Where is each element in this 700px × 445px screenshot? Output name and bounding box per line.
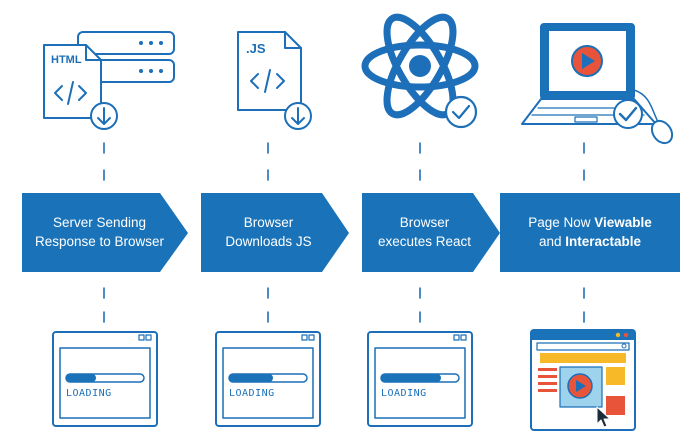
loading-browser-2: LOADING <box>215 331 321 427</box>
step-1-line-1: Server Sending <box>52 215 147 230</box>
loading-browser-1: LOADING <box>52 331 158 427</box>
step-box-4 <box>500 193 680 272</box>
check-icon <box>444 95 478 129</box>
step-3-line-1: Browser <box>399 215 450 230</box>
step-4-line-2-bold: Interactable <box>565 234 642 249</box>
html-server-icon: HTML <box>43 31 175 130</box>
step-4-line-2: and <box>538 234 566 249</box>
step-1-line-2: Response to Browser <box>34 234 165 249</box>
step-chevrons <box>22 193 680 272</box>
step-2-line-2: Downloads JS <box>225 234 312 249</box>
step-1-label: Server Sending Response to Browser <box>22 192 177 272</box>
js-file-label: .JS <box>246 41 266 56</box>
react-atom-icon <box>361 13 479 129</box>
step-2-line-1: Browser <box>243 215 294 230</box>
loaded-page-browser <box>530 329 636 431</box>
step-chevron-3 <box>362 193 500 272</box>
step-3-label: Browser executes React <box>362 192 487 272</box>
html-file-label: HTML <box>51 54 82 66</box>
loading-label: LOADING <box>229 388 275 399</box>
step-4-line-1-bold: Viewable <box>594 215 652 230</box>
step-4-label: Page Now Viewable and Interactable <box>500 192 680 272</box>
loading-browser-3: LOADING <box>367 331 473 427</box>
step-3-line-2: executes React <box>377 234 472 249</box>
step-chevron-1 <box>22 193 188 272</box>
step-4-line-1: Page Now <box>528 215 595 230</box>
check-icon <box>613 99 643 129</box>
loading-label: LOADING <box>381 388 427 399</box>
step-chevron-2 <box>201 193 349 272</box>
step-2-label: Browser Downloads JS <box>201 192 336 272</box>
loading-label: LOADING <box>66 388 112 399</box>
laptop-video-icon <box>521 23 674 145</box>
js-file-download-icon: .JS <box>237 31 312 130</box>
connectors <box>103 142 585 323</box>
cursor-icon <box>596 406 611 428</box>
